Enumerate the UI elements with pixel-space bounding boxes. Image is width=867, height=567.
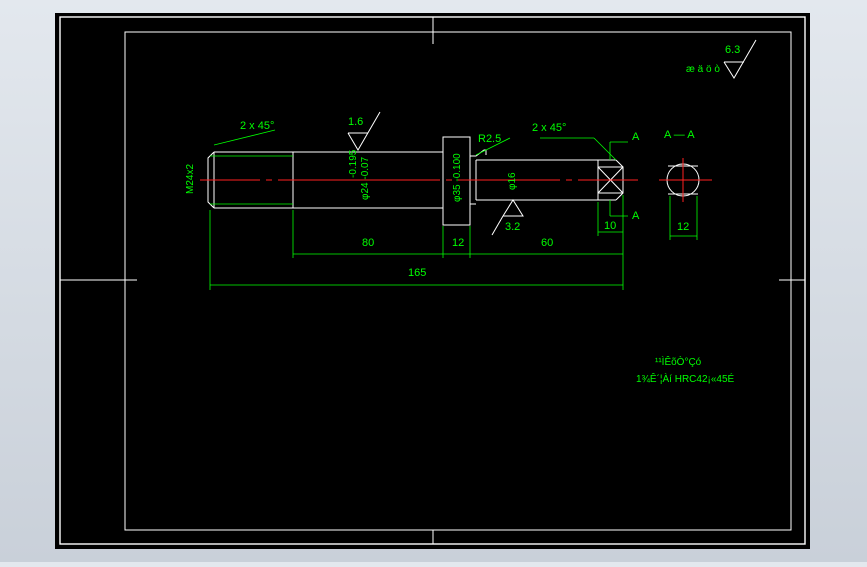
section-view-a-a	[659, 158, 712, 240]
roughness-symbol-bottom	[491, 199, 524, 236]
thread-lines	[210, 155, 293, 205]
section-width-dim: 12	[677, 221, 689, 233]
section-title: A — A	[664, 129, 695, 141]
dim-neck-length: 60	[541, 237, 553, 249]
tech-note-line-2: 1¾­Ê´¦Àí HRC42¡«45É	[636, 372, 735, 385]
drawing-sheet	[55, 13, 810, 549]
dim-shank-length: 80	[362, 237, 374, 249]
section-label-top: A	[632, 131, 640, 143]
dim-collar-dia: φ35 -0.100	[452, 153, 463, 202]
dim-shank-dia-tol: -0.195	[348, 149, 359, 178]
dim-thread: M24x2	[185, 164, 196, 194]
roughness-symbol-thread	[347, 111, 381, 151]
sheet-inner-frame	[124, 31, 792, 531]
section-cut-marks	[609, 141, 628, 217]
tech-note-line-1: ¹¹ÌÊõÒ°Çó	[655, 355, 702, 368]
shaft-outline	[207, 136, 624, 226]
roughness-value-thread: 1.6	[348, 116, 363, 128]
roughness-value-global: 6.3	[725, 44, 740, 56]
dim-chamfer-left: 2 x 45°	[240, 120, 274, 132]
roughness-global-note: æ ä ö ò	[686, 64, 720, 75]
roughness-symbol-global	[723, 39, 757, 79]
dim-fillet: R2.5	[478, 133, 501, 145]
dim-collar-length: 12	[452, 237, 464, 249]
dim-square-length: 10	[604, 220, 616, 232]
dim-neck-dia: φ16	[507, 172, 518, 190]
section-label-bottom: A	[632, 210, 640, 222]
dim-total-length: 165	[408, 267, 426, 279]
dimension-lines	[209, 129, 624, 290]
dim-shank-dia: φ24 -0.07	[360, 156, 371, 200]
centering-marks	[60, 17, 805, 544]
roughness-value-bottom: 3.2	[505, 221, 520, 233]
dim-chamfer-right: 2 x 45°	[532, 122, 566, 134]
